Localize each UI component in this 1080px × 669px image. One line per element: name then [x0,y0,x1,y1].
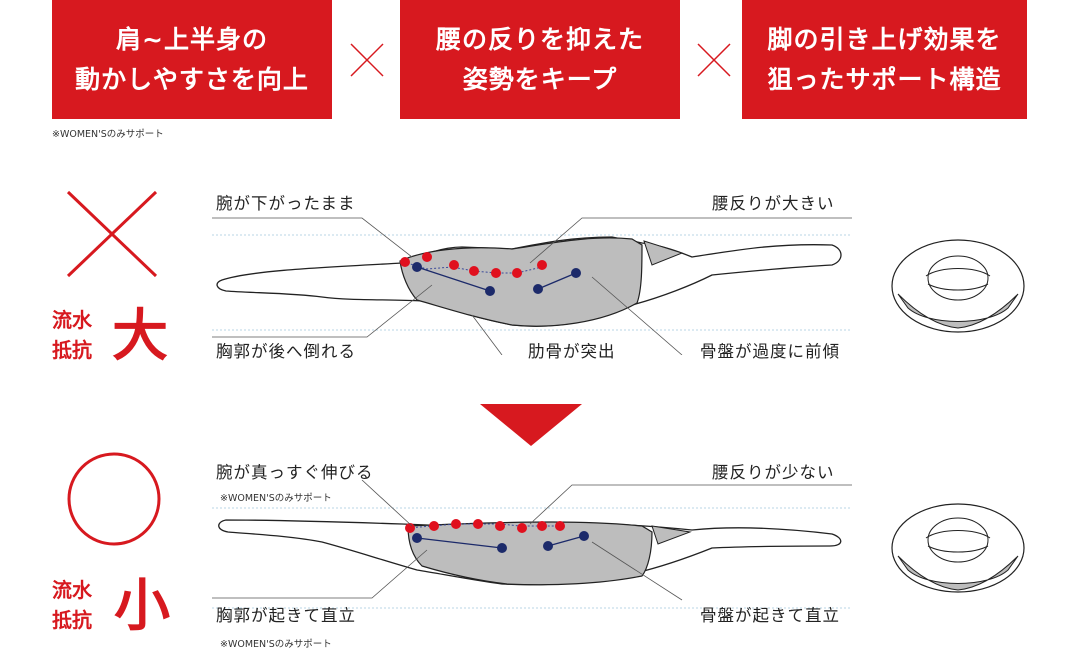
circle-icon [67,452,161,546]
resistance-label: 抵抗 [52,608,92,632]
women-note: ※WOMEN'Sのみサポート [220,639,332,650]
resistance-large: 流水 抵抗 大 [50,305,180,365]
label-chest-upright: 胸郭が起きて直立 [216,606,356,625]
feature-text: 姿勢をキープ [462,64,618,94]
swimmer-front-view-bad [891,239,1025,333]
women-note: ※WOMEN'Sのみサポート [52,129,164,140]
resistance-value: 大 [112,304,168,369]
label-chest-back: 胸郭が後へ倒れる [216,342,356,361]
label-waist-large: 腰反りが大きい [712,194,835,213]
multiply-icon [697,43,731,77]
multiply-icon [350,43,384,77]
swimmer-good-figure [212,480,852,609]
label-pelvis-upright: 骨盤が起きて直立 [700,606,840,625]
label-pelvis-tilt: 骨盤が過度に前傾 [700,342,840,361]
resistance-label: 流水 [52,578,92,602]
swimmer-front-view-good [891,503,1025,593]
cross-icon [66,190,158,278]
feature-text: 腰の反りを抑えた [435,24,644,54]
resistance-label: 流水 [52,308,92,332]
label-rib-protrude: 肋骨が突出 [528,342,616,361]
women-note: ※WOMEN'Sのみサポート [220,493,332,504]
label-waist-small: 腰反りが少ない [712,463,835,482]
arrow-down-icon [480,404,582,446]
swimmer-bad-figure [212,217,852,355]
feature-box-shoulder: 肩~上半身の 動かしやすさを向上 [52,0,332,119]
resistance-small: 流水 抵抗 小 [50,575,180,635]
feature-text: 動かしやすさを向上 [75,64,309,94]
resistance-value: 小 [114,574,170,639]
feature-box-leg: 脚の引き上げ効果を 狙ったサポート構造 [742,0,1027,119]
feature-text: 肩~上半身の [116,24,268,54]
label-arm-straight: 腕が真っすぐ伸びる [216,463,374,482]
label-arm-down: 腕が下がったまま [216,194,356,213]
resistance-label: 抵抗 [52,338,92,362]
feature-text: 狙ったサポート構造 [767,64,1002,94]
feature-text: 脚の引き上げ効果を [767,24,1002,54]
feature-box-waist: 腰の反りを抑えた 姿勢をキープ [400,0,680,119]
